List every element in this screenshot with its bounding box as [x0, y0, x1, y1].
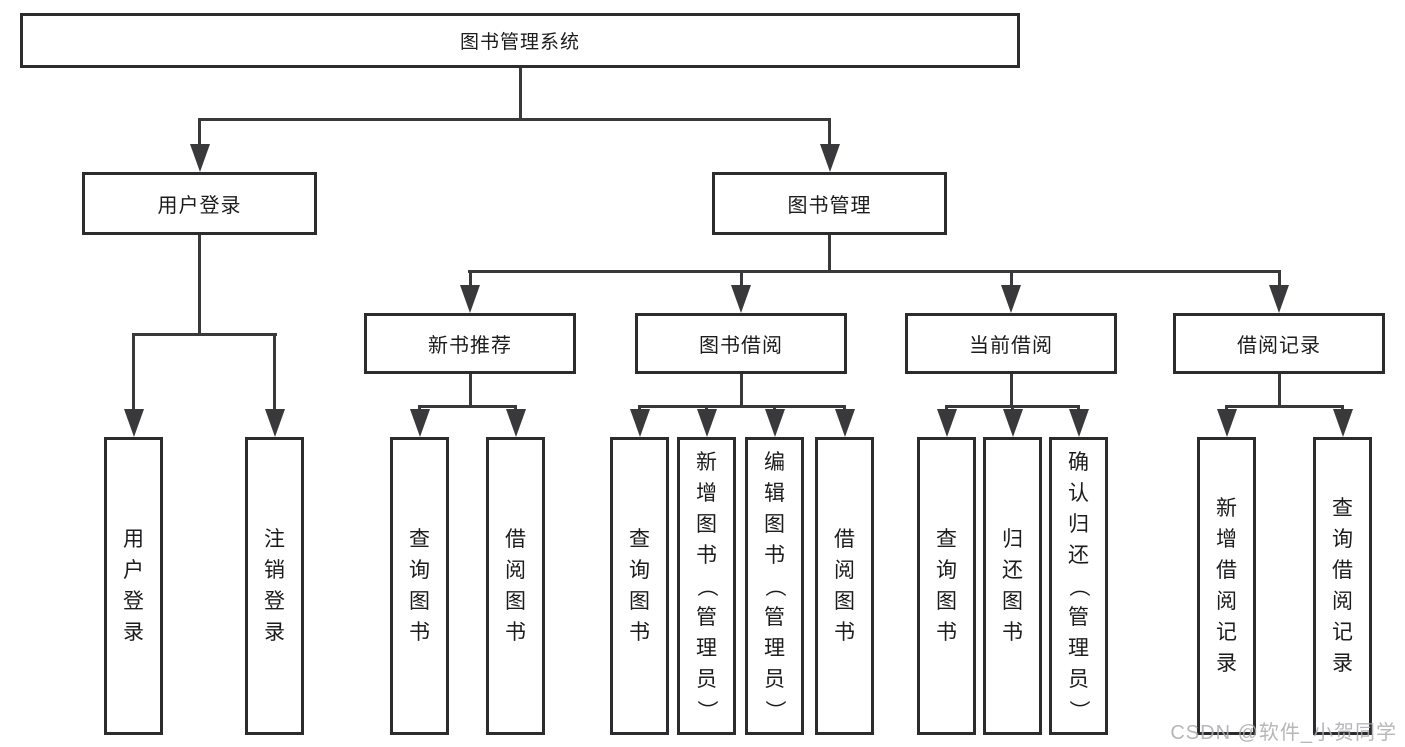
connector-root-split-line	[198, 118, 831, 121]
connector-user-login-stem	[198, 235, 201, 336]
node-book-management: 图书管理	[712, 172, 947, 235]
node-group-label: 借阅记录	[1237, 335, 1321, 357]
arrow-head	[505, 409, 526, 437]
connector-book-management-stem	[828, 235, 831, 273]
node-user-login: 用户登录	[82, 172, 317, 235]
leaf-logout: 注销登录	[245, 437, 304, 735]
connector-root-stem	[519, 68, 522, 121]
arrow-head	[1002, 409, 1023, 437]
arrow-shaft	[739, 272, 743, 288]
arrow-head	[1001, 285, 1021, 313]
arrow-head	[1216, 409, 1237, 437]
arrow-head	[696, 409, 717, 437]
csdn-watermark: CSDN @软件_小贺同学	[1170, 722, 1397, 744]
connector-group-stem	[1009, 374, 1013, 408]
connector-user-login-split-line	[132, 333, 277, 336]
connector-group-stem	[468, 374, 472, 408]
leaf-add-borrow-record: 新增借阅记录	[1197, 437, 1256, 735]
node-group-new-book-recommend: 新书推荐	[364, 313, 576, 374]
arrow-head	[629, 409, 650, 437]
arrow-head	[189, 144, 210, 172]
leaf-query-books-current: 查询图书	[917, 437, 976, 735]
node-group-label: 图书借阅	[699, 335, 783, 357]
arrow-head	[1269, 285, 1289, 313]
leaf-query-books-recommend: 查询图书	[390, 437, 449, 735]
node-root-label: 图书管理系统	[459, 32, 580, 53]
arrow-head	[123, 409, 144, 437]
connector-group-split-line	[418, 405, 517, 408]
node-book-management-label: 图书管理	[787, 195, 872, 217]
arrow-head	[834, 409, 855, 437]
arrow-head	[936, 409, 957, 437]
arrow-head	[731, 285, 751, 313]
node-group-borrow-records: 借阅记录	[1173, 313, 1385, 374]
arrow-shaft	[468, 272, 472, 288]
arrow-head	[764, 409, 785, 437]
node-root: 图书管理系统	[20, 13, 1020, 68]
leaf-confirm-return-admin: 确认归还（管理员）	[1049, 437, 1108, 735]
node-group-label: 新书推荐	[428, 335, 512, 357]
leaf-return-books: 归还图书	[983, 437, 1042, 735]
arrow-head	[819, 144, 840, 172]
node-group-book-borrow: 图书借阅	[635, 313, 847, 374]
arrow-shaft	[828, 120, 831, 148]
leaf-borrow-books: 借阅图书	[815, 437, 874, 735]
node-group-label: 当前借阅	[969, 335, 1053, 357]
arrow-shaft	[1277, 272, 1281, 288]
connector-group-split-line	[638, 405, 846, 408]
connector-group-split-line	[945, 405, 1080, 408]
arrow-head	[1332, 409, 1353, 437]
node-group-current-borrow: 当前借阅	[905, 313, 1117, 374]
leaf-borrow-books-recommend: 借阅图书	[486, 437, 545, 735]
arrow-shaft	[198, 120, 201, 148]
connector-group-stem	[739, 374, 743, 408]
connector-book-management-split-line	[468, 270, 1281, 273]
arrow-head	[409, 409, 430, 437]
leaf-add-books-admin: 新增图书（管理员）	[677, 437, 736, 735]
arrow-head	[460, 285, 480, 313]
connector-group-split-line	[1225, 405, 1344, 408]
leaf-query-borrow-record: 查询借阅记录	[1313, 437, 1372, 735]
arrow-head	[264, 409, 285, 437]
arrow-shaft	[273, 335, 276, 413]
arrow-shaft	[1009, 272, 1013, 288]
arrow-head	[1068, 409, 1089, 437]
leaf-user-login: 用户登录	[104, 437, 163, 735]
leaf-query-books-borrow: 查询图书	[610, 437, 669, 735]
arrow-shaft	[132, 335, 135, 413]
leaf-edit-books-admin: 编辑图书（管理员）	[745, 437, 804, 735]
node-user-login-label: 用户登录	[157, 195, 242, 217]
connector-group-stem	[1277, 374, 1281, 408]
